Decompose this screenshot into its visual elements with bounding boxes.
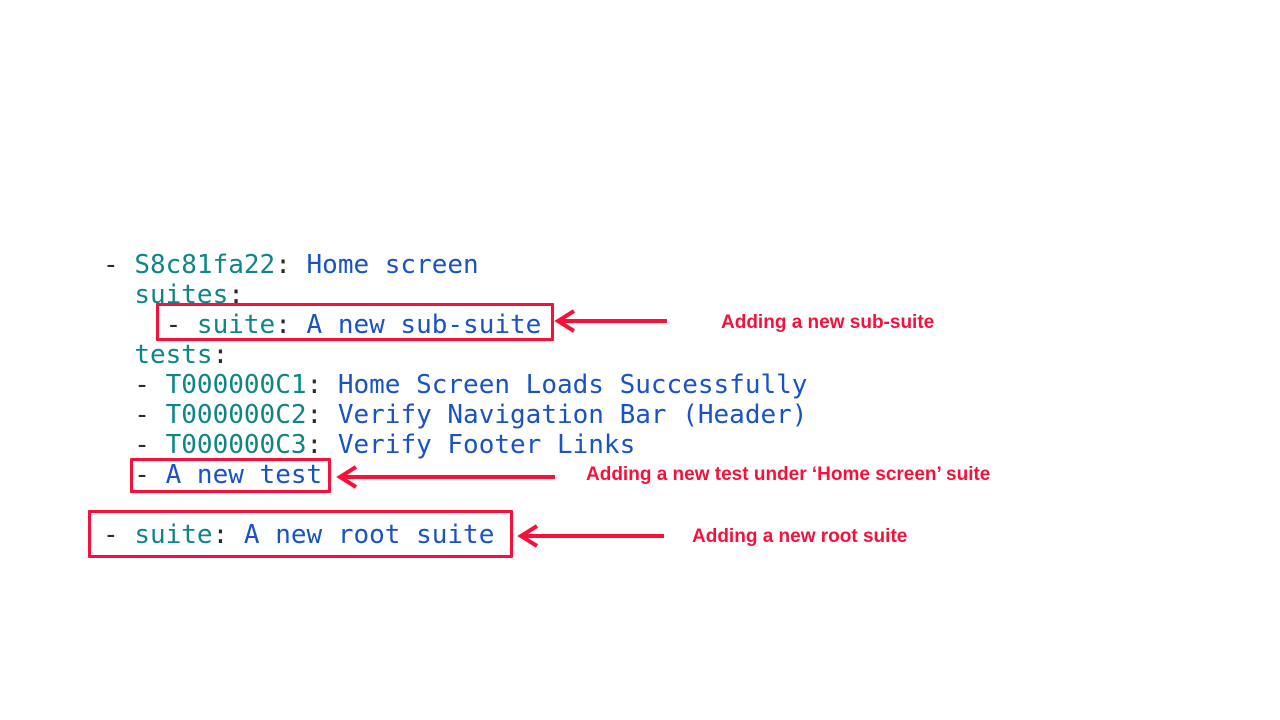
yaml-punctuation [103, 340, 134, 370]
code-line: - S8c81fa22: Home screen [103, 250, 807, 280]
yaml-punctuation: : [275, 310, 307, 340]
yaml-punctuation: : [228, 280, 244, 310]
code-line: - A new test [103, 460, 807, 490]
arrow-left-icon [336, 465, 555, 489]
yaml-punctuation [103, 280, 134, 310]
code-line: - T000000C2: Verify Navigation Bar (Head… [103, 400, 807, 430]
arrow-left-icon [517, 524, 664, 548]
yaml-punctuation: : [306, 430, 338, 460]
yaml-value: A new sub-suite [306, 310, 542, 340]
yaml-key: T000000C3 [165, 430, 307, 460]
yaml-key: suite [134, 520, 213, 550]
yaml-value: Verify Navigation Bar (Header) [337, 400, 808, 430]
yaml-punctuation: - [103, 310, 197, 340]
annotation-sub-suite: Adding a new sub-suite [721, 312, 935, 333]
yaml-code-block: - S8c81fa22: Home screen suites: - suite… [103, 250, 807, 550]
code-line: - suite: A new sub-suite [103, 310, 807, 340]
yaml-punctuation: - [103, 400, 166, 430]
yaml-value: A new test [165, 460, 323, 490]
annotation-root-suite: Adding a new root suite [692, 526, 908, 547]
yaml-punctuation: - [103, 370, 166, 400]
highlight-box-sub-suite [156, 303, 554, 341]
yaml-punctuation: : [306, 370, 338, 400]
annotation-new-test: Adding a new test under ‘Home screen’ su… [586, 464, 991, 485]
yaml-punctuation: - [103, 430, 166, 460]
yaml-punctuation: - [103, 250, 135, 280]
yaml-punctuation: : [212, 340, 229, 370]
yaml-value: Home Screen Loads Successfully [337, 370, 808, 400]
yaml-punctuation: : [275, 250, 307, 280]
yaml-punctuation: - [103, 520, 135, 550]
code-line: tests: [103, 340, 807, 370]
yaml-key: T000000C1 [165, 370, 307, 400]
highlight-box-new-test [130, 458, 331, 493]
yaml-value: Home screen [306, 250, 479, 280]
yaml-punctuation: : [306, 400, 338, 430]
code-line: - T000000C3: Verify Footer Links [103, 430, 807, 460]
yaml-punctuation: : [212, 520, 244, 550]
highlight-box-root-suite [88, 510, 513, 558]
yaml-key: suite [196, 310, 276, 340]
yaml-key: S8c81fa22 [134, 250, 276, 280]
yaml-punctuation: - [103, 460, 166, 490]
yaml-value: Verify Footer Links [337, 430, 636, 460]
code-line: - suite: A new root suite [103, 520, 807, 550]
yaml-key: T000000C2 [165, 400, 307, 430]
code-line: - T000000C1: Home Screen Loads Successfu… [103, 370, 807, 400]
arrow-left-icon [554, 309, 667, 333]
yaml-key: tests [134, 340, 213, 370]
yaml-value: A new root suite [243, 520, 495, 550]
